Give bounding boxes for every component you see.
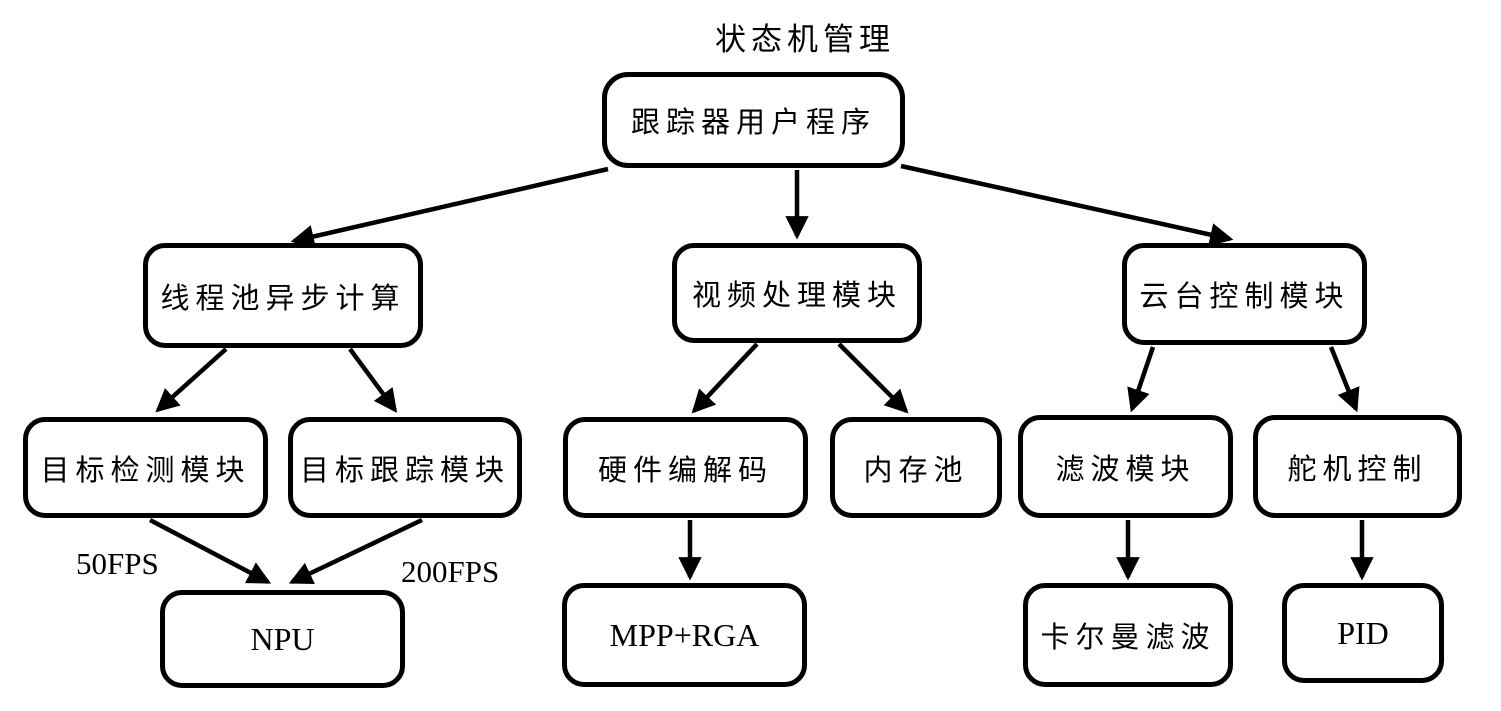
node-npu: NPU xyxy=(160,590,405,688)
edge-label-50fps: 50FPS xyxy=(76,546,159,581)
edge-detect-npu xyxy=(148,518,272,584)
node-thread-pool-async: 线程池异步计算 xyxy=(143,243,423,348)
node-servo-control: 舵机控制 xyxy=(1253,415,1462,518)
node-hardware-codec: 硬件编解码 xyxy=(563,417,808,518)
node-pid: PID xyxy=(1282,583,1444,683)
edge-threadpool-detect xyxy=(155,347,228,413)
edge-root-gimbal xyxy=(900,163,1234,247)
node-gimbal-control: 云台控制模块 xyxy=(1122,243,1367,345)
node-target-tracking: 目标跟踪模块 xyxy=(288,417,522,518)
edge-track-npu xyxy=(288,517,423,585)
edge-root-threadpool xyxy=(290,166,609,248)
edge-label-200fps: 200FPS xyxy=(401,554,500,589)
edge-threadpool-track xyxy=(348,347,398,413)
node-tracker-user-program: 跟踪器用户程序 xyxy=(602,72,905,168)
edge-gimbal-filter xyxy=(1127,346,1156,413)
node-video-processing: 视频处理模块 xyxy=(672,243,922,343)
edge-gimbal-servo xyxy=(1328,346,1360,413)
diagram-title: 状态机管理 xyxy=(715,22,895,57)
edge-video-mempool xyxy=(837,342,909,414)
node-mpp-rga: MPP+RGA xyxy=(562,583,807,687)
node-filter-module: 滤波模块 xyxy=(1018,415,1233,518)
edge-video-codec xyxy=(691,342,759,414)
node-memory-pool: 内存池 xyxy=(830,417,1002,518)
node-kalman-filter: 卡尔曼滤波 xyxy=(1023,583,1233,687)
node-target-detection: 目标检测模块 xyxy=(23,417,268,518)
